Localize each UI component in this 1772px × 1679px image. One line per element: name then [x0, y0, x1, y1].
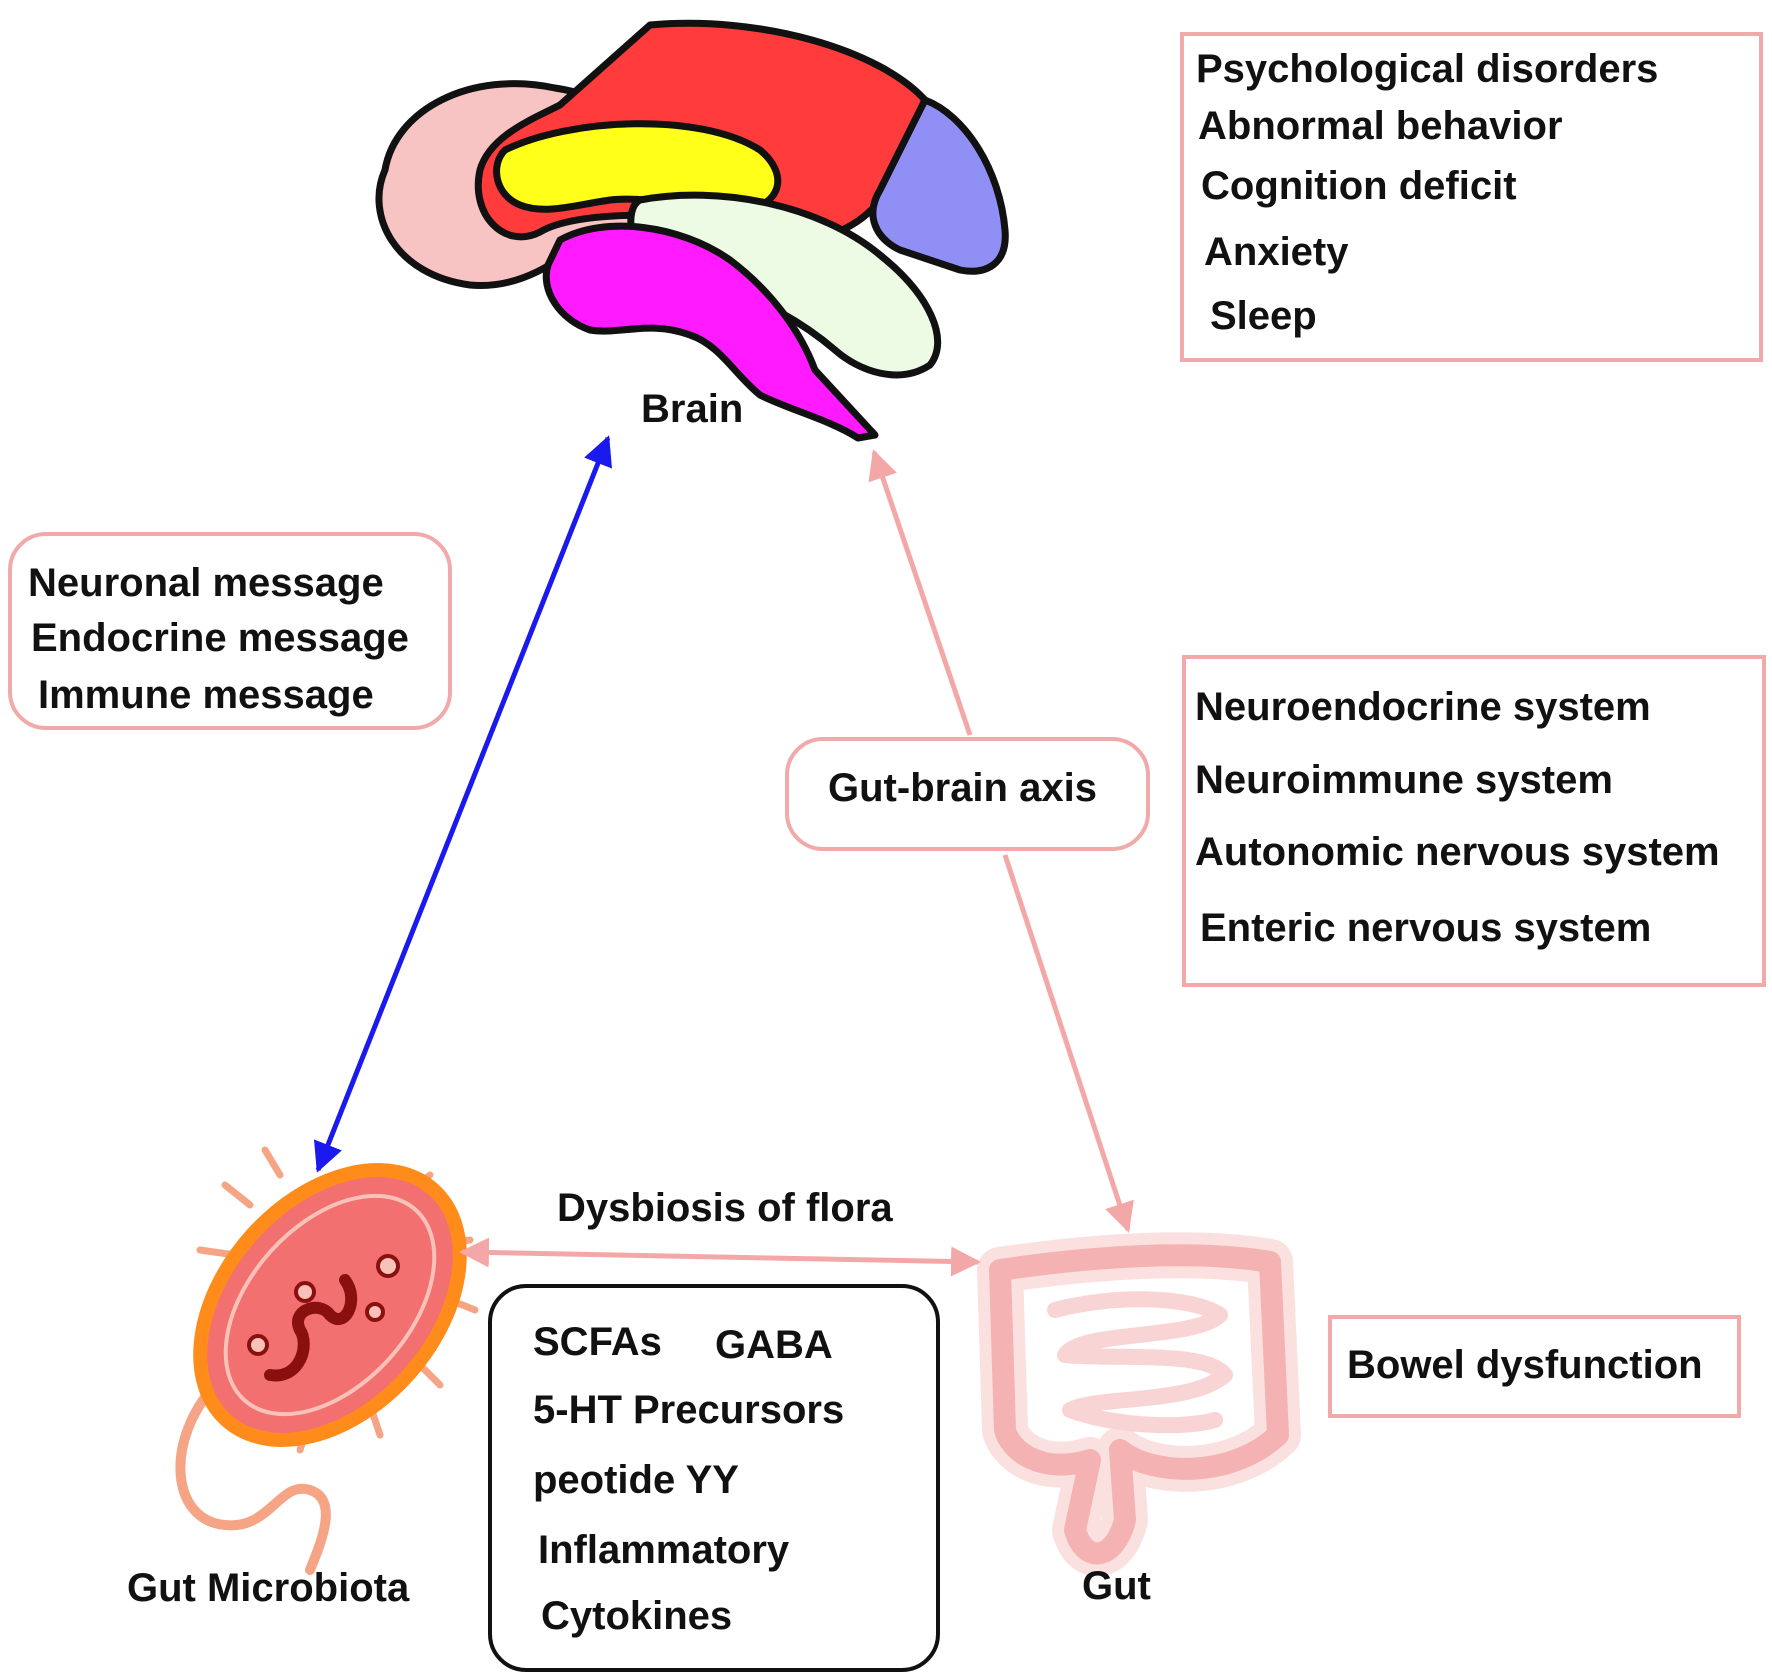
brain-label: Brain: [641, 387, 744, 431]
metabolite-item: 5-HT Precursors: [533, 1388, 845, 1432]
metabolite-item: Cytokines: [541, 1594, 733, 1638]
brain-effect-item: Anxiety: [1204, 230, 1349, 274]
metabolite-item: peotide YY: [533, 1458, 739, 1502]
intestine-icon: [977, 1232, 1301, 1577]
gut-brain-axis-label: Gut-brain axis: [828, 766, 1097, 810]
bacterium-nucleoid: [264, 1274, 358, 1382]
dysbiosis-label: Dysbiosis of flora: [557, 1186, 893, 1230]
gut-brain-axis-box: [785, 737, 1150, 851]
metabolite-item: SCFAs: [533, 1320, 662, 1364]
axis-system-item: Enteric nervous system: [1200, 906, 1652, 950]
arrow-brain-microbiota: [313, 435, 613, 1173]
brain-effect-item: Cognition deficit: [1201, 164, 1517, 208]
brain-occipital-lobe: [869, 96, 1009, 275]
metabolite-item: Inflammatory: [538, 1528, 790, 1572]
brain-effect-item: Psychological disorders: [1196, 47, 1659, 91]
arrow-axis-to-brain: [868, 449, 973, 736]
brain-effects-box: [1180, 32, 1763, 362]
message-item: Endocrine message: [31, 616, 409, 660]
metabolite-item: GABA: [715, 1323, 833, 1367]
brain-effect-item: Sleep: [1210, 294, 1317, 338]
brain-icon: [375, 19, 1009, 442]
messages-box: [8, 532, 452, 730]
gut-microbiota-label: Gut Microbiota: [127, 1566, 410, 1610]
axis-system-item: Autonomic nervous system: [1195, 830, 1720, 874]
message-item: Neuronal message: [28, 561, 384, 605]
gut-small-intestine: [1047, 1291, 1233, 1434]
arrow-microbiota-gut: [459, 1237, 981, 1277]
gut-colon: [989, 1244, 1289, 1565]
bacterium-flagellum: [175, 1380, 331, 1575]
arrow-axis-to-gut: [1002, 854, 1134, 1233]
brain-effect-item: Abnormal behavior: [1198, 104, 1563, 148]
bacterium-icon: [175, 1146, 479, 1575]
axis-system-item: Neuroendocrine system: [1195, 685, 1651, 729]
metabolites-box: [488, 1284, 940, 1672]
axis-systems-box: [1182, 655, 1766, 987]
axis-system-item: Neuroimmune system: [1195, 758, 1613, 802]
bacterium-body: [193, 1163, 467, 1447]
gut-label: Gut: [1082, 1564, 1151, 1608]
gut-effect-box: [1328, 1315, 1741, 1418]
gut-effect-label: Bowel dysfunction: [1347, 1343, 1703, 1387]
message-item: Immune message: [38, 673, 374, 717]
brain-stem: [542, 222, 879, 442]
